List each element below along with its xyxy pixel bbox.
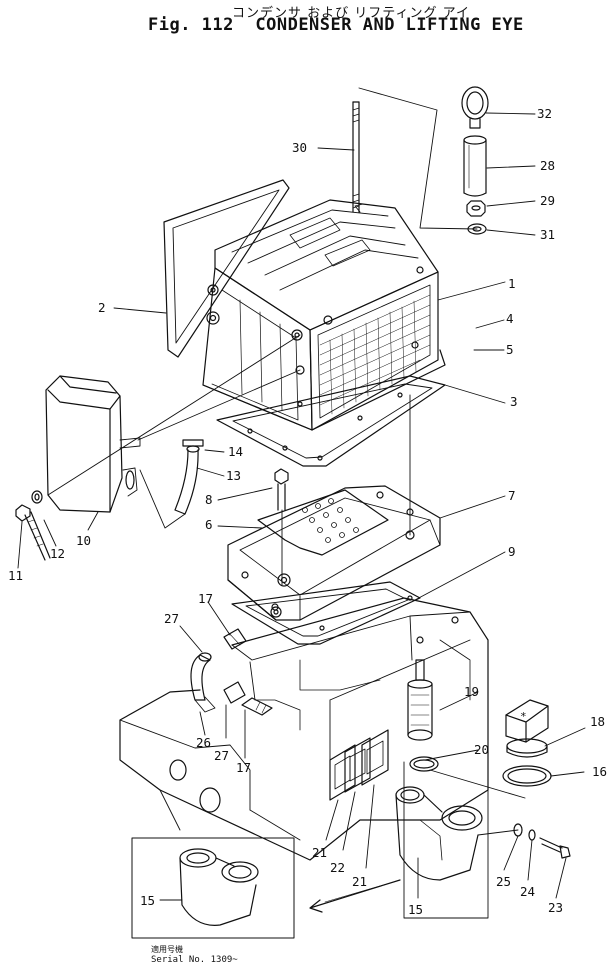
- figure-number: Fig. 112: [148, 15, 234, 35]
- gasket-21-front: [329, 744, 356, 801]
- part-label: 10: [76, 533, 91, 548]
- serial-note: Serial No. 1309~: [151, 955, 238, 965]
- washer-12: [31, 490, 43, 504]
- bolt-11: [15, 504, 51, 561]
- part-label: 27: [164, 611, 179, 626]
- figure-caption: CONDENSER AND LIFTING EYE: [255, 15, 524, 35]
- hose-13: [174, 445, 200, 515]
- part-label: 21: [352, 874, 367, 889]
- gasket-3: [216, 375, 446, 467]
- part-label: 8: [205, 492, 213, 507]
- part-label: 4: [506, 311, 514, 326]
- part-label: 3: [510, 394, 518, 409]
- elbow-26: [194, 696, 216, 713]
- gasket-22: [344, 737, 371, 793]
- part-label: 11: [8, 568, 23, 583]
- clamp-14: [182, 439, 204, 447]
- guide-line-bolts: [477, 829, 519, 836]
- bolt-8: [274, 468, 289, 511]
- part-label: 14: [228, 444, 243, 459]
- part-label: 15: [140, 893, 155, 908]
- ring-20: [409, 756, 439, 772]
- hose-27-upper: [190, 652, 212, 701]
- part-label: 9: [508, 544, 516, 559]
- condenser-body-1: [202, 199, 446, 431]
- part-label: 28: [540, 158, 555, 173]
- water-outlet-15: [395, 786, 483, 881]
- part-label: 22: [330, 860, 345, 875]
- part-label: 29: [540, 193, 555, 208]
- part-label: 20: [474, 742, 489, 757]
- figure-title: Fig. 112 CONDENSER AND LIFTING EYE: [148, 15, 524, 35]
- part-label: 6: [205, 517, 213, 532]
- gasket-2: [163, 179, 290, 358]
- nut-29: [466, 200, 486, 217]
- gasket-16: [502, 765, 552, 787]
- part-label: 32: [537, 106, 552, 121]
- part-label: 1: [508, 276, 516, 291]
- guide-line-hose: [139, 469, 186, 529]
- figure-title-japanese: コンデンサ および リフティング アイ: [232, 6, 470, 21]
- plate-6: [257, 489, 389, 556]
- filler-cap-18: *: [505, 699, 549, 758]
- pipe-17-lower: [241, 697, 273, 716]
- part-label: 17: [198, 591, 213, 606]
- part-label: 27: [214, 748, 229, 763]
- part-label: 24: [520, 884, 535, 899]
- part-label: 23: [548, 900, 563, 915]
- part-label: 15: [408, 902, 423, 917]
- svg-text:*: *: [520, 710, 527, 723]
- part-label: 30: [292, 140, 307, 155]
- part-label: 5: [506, 342, 514, 357]
- gasket-21-back: [361, 729, 389, 786]
- case-7: [227, 485, 441, 621]
- stud-30: [352, 101, 360, 213]
- part-label: 18: [590, 714, 605, 729]
- part-label: 19: [464, 684, 479, 699]
- hose-27-lower: [223, 681, 246, 704]
- part-label: 13: [226, 468, 241, 483]
- spacer-28: [463, 135, 487, 197]
- guide-line-cover-2: [137, 369, 301, 441]
- part-label: 16: [592, 764, 607, 779]
- guide-line-stud: [358, 87, 478, 230]
- part-label: 12: [50, 546, 65, 561]
- lock-washer-24: [528, 829, 536, 841]
- bolt-23: [539, 837, 571, 859]
- pipe-17-upper: [223, 628, 247, 650]
- cover-10: [45, 375, 141, 513]
- part-label: 31: [540, 227, 555, 242]
- leader-lines: [17, 112, 586, 901]
- lifting-eye-32: [461, 86, 489, 129]
- arrow-to-inset: [309, 879, 401, 913]
- part-label: 7: [508, 488, 516, 503]
- bracket-line-15: [403, 761, 489, 919]
- part-label: 25: [496, 874, 511, 889]
- part-label: 26: [196, 735, 211, 750]
- gasket-9: [231, 581, 421, 645]
- part-label: 17: [236, 760, 251, 775]
- part-label: 2: [98, 300, 106, 315]
- thermostat-19: [407, 659, 433, 741]
- guide-line-16: [429, 769, 526, 799]
- serial-note-japanese: 適用号機: [151, 945, 183, 954]
- guide-line-cover: [47, 334, 301, 496]
- engine-block: [119, 597, 489, 861]
- part-label: 21: [312, 845, 327, 860]
- part-labels: 1234567891011121314151516171718192021212…: [8, 106, 607, 917]
- inset-box: [131, 837, 295, 939]
